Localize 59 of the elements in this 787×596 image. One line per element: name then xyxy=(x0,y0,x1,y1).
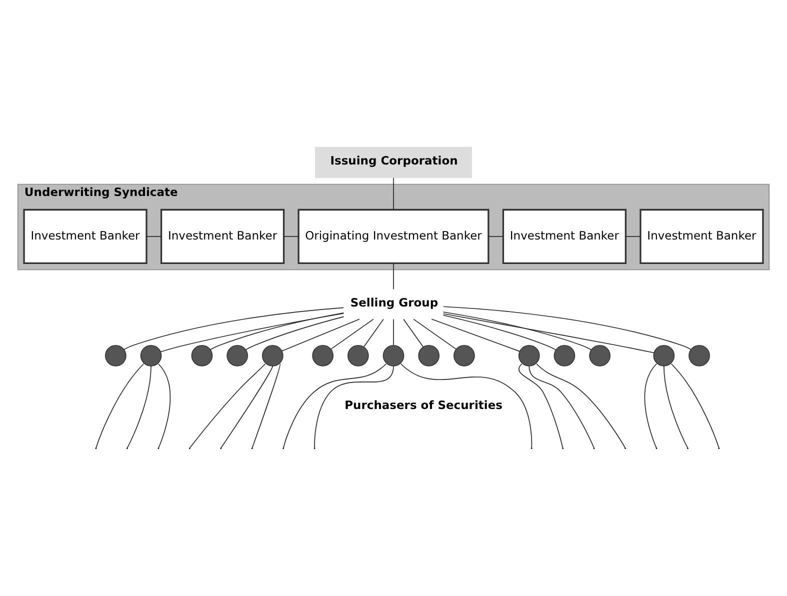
node-circle xyxy=(688,344,710,366)
connector xyxy=(220,366,274,448)
connector xyxy=(664,366,688,448)
node-box: Investment Banker xyxy=(160,208,285,264)
connector xyxy=(488,236,504,237)
connector xyxy=(158,363,171,448)
connector xyxy=(96,363,144,448)
connector xyxy=(330,318,374,350)
connector xyxy=(442,314,556,350)
node-circle xyxy=(191,344,213,366)
node-circle xyxy=(653,344,675,366)
node-circle xyxy=(105,344,126,366)
connector xyxy=(518,363,564,448)
connector xyxy=(126,366,152,448)
connector xyxy=(644,363,657,448)
connector xyxy=(536,363,626,448)
connector xyxy=(124,307,344,350)
node-circle xyxy=(140,344,162,366)
node-box: Issuing Corporation xyxy=(315,146,472,178)
connector xyxy=(210,312,344,350)
node-box: Investment Banker xyxy=(502,208,627,264)
node-circle xyxy=(262,344,284,366)
connector xyxy=(160,312,344,352)
connector xyxy=(670,363,720,448)
connector xyxy=(246,316,344,350)
node-box: Investment Banker xyxy=(23,208,148,264)
connector xyxy=(189,363,266,448)
connector xyxy=(282,363,387,448)
connector xyxy=(431,318,520,352)
connector xyxy=(528,366,594,448)
connector xyxy=(443,306,692,350)
connector xyxy=(282,318,360,352)
connector xyxy=(252,363,280,448)
connector xyxy=(146,236,162,237)
node-circle xyxy=(454,344,475,366)
connector xyxy=(400,363,532,448)
node-circle xyxy=(382,344,404,366)
node-box: Originating Investment Banker xyxy=(298,208,490,264)
connector xyxy=(393,263,394,290)
connector xyxy=(393,318,394,346)
connector xyxy=(363,318,384,348)
connector xyxy=(413,318,456,350)
node-circle xyxy=(226,344,248,366)
node-text: Selling Group xyxy=(350,296,438,310)
node-circle xyxy=(418,344,440,366)
node-circle xyxy=(589,344,610,366)
node-circle xyxy=(518,344,540,366)
connector xyxy=(314,366,394,448)
node-box: Investment Banker xyxy=(640,208,764,264)
node-circle xyxy=(312,344,334,366)
connector xyxy=(393,178,394,210)
node-circle xyxy=(347,344,369,366)
node-circle xyxy=(554,344,576,366)
label: Purchasers of Securities xyxy=(344,398,502,412)
connector xyxy=(403,318,424,348)
connector xyxy=(442,312,592,350)
connector xyxy=(442,313,654,354)
connector xyxy=(284,236,299,237)
connector xyxy=(625,236,641,237)
